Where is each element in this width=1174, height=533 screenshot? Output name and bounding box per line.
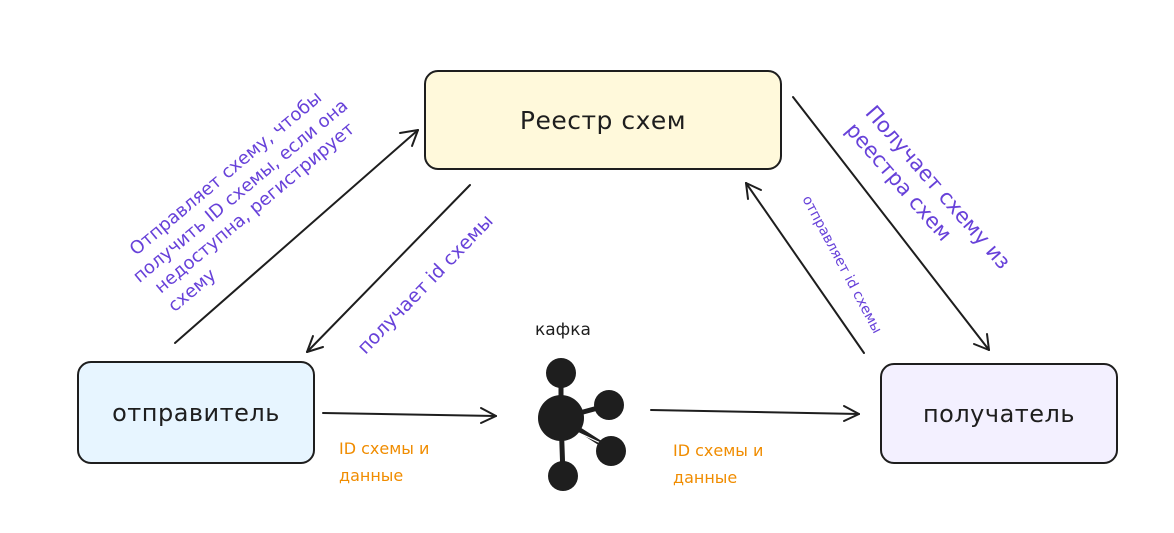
- kafka-to-receiver-line: ID схемы и: [673, 441, 764, 460]
- receiver-label: получатель: [922, 399, 1076, 428]
- sender-to-kafka-line: данные: [339, 466, 404, 486]
- schema-registry-node: Реестр схем: [424, 70, 782, 170]
- arrow-receiver-to-registry: [745, 182, 865, 354]
- arrow-registry-to-receiver: [792, 96, 990, 351]
- arrow-kafka-to-receiver: [650, 405, 860, 422]
- receiver-node: получатель: [880, 363, 1118, 464]
- kafka-to-receiver-label: ID схемы и данные: [673, 437, 763, 491]
- kafka-logo-icon: [538, 358, 626, 491]
- sender-to-kafka-line: ID схемы и: [339, 439, 430, 458]
- sender-to-kafka-label: ID схемы и данные: [339, 435, 429, 489]
- kafka-to-receiver-line: данные: [673, 468, 738, 488]
- sender-label: отправитель: [112, 398, 280, 427]
- sender-node: отправитель: [77, 361, 315, 464]
- arrow-registry-to-sender: [306, 184, 471, 353]
- arrow-sender-to-registry: [174, 129, 419, 344]
- arrow-sender-to-kafka: [322, 407, 497, 424]
- kafka-label: кафка: [535, 320, 591, 340]
- schema-registry-label: Реестр схем: [519, 105, 687, 135]
